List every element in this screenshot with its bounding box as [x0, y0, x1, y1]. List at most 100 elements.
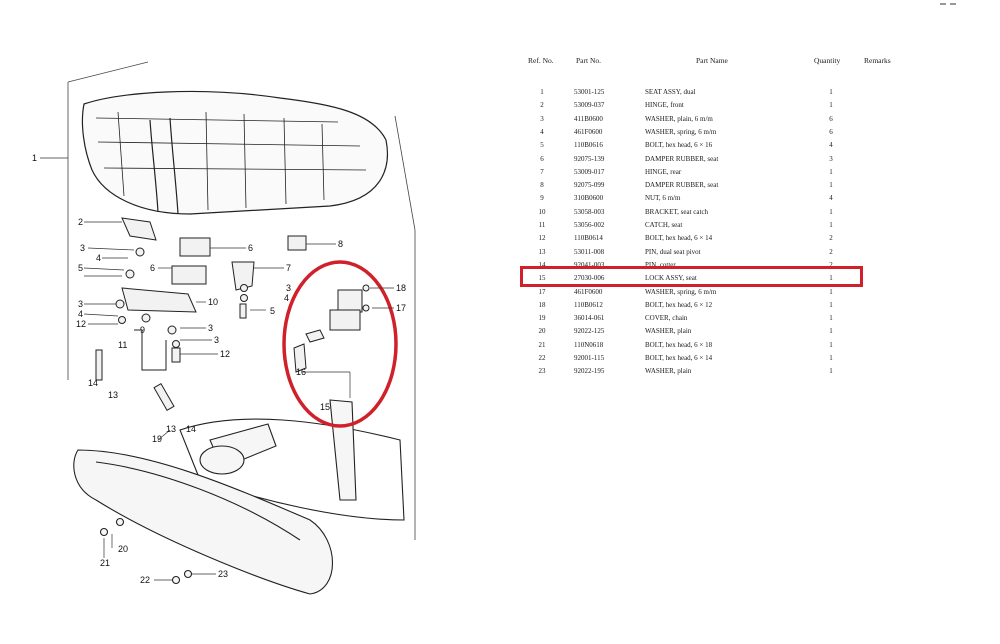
seat-drawing [81, 90, 388, 215]
callout-label: 20 [118, 544, 128, 554]
quantity-cell: 1 [829, 354, 833, 362]
table-row: 7 53009-017 HINGE, rear 1 [518, 168, 918, 181]
callout-label: 18 [396, 283, 406, 293]
part-no-cell: 92041-003 [574, 260, 605, 269]
callout-label: 3 [78, 299, 83, 309]
highlight-circle [282, 260, 398, 428]
part-name-cell: BOLT, hex head, 6 × 16 [645, 141, 713, 150]
callout-label: 3 [208, 323, 213, 333]
callout-label: 12 [220, 349, 230, 359]
header-part-no: Part No. [576, 56, 601, 65]
callout-label: 22 [140, 575, 150, 585]
ref-cell: 18 [538, 300, 546, 309]
part-no-cell: 53009-017 [574, 167, 605, 176]
part-no-cell: 53058-003 [574, 207, 605, 216]
ref-cell: 7 [540, 167, 544, 176]
ref-cell: 5 [540, 141, 544, 150]
ref-cell: 3 [540, 114, 544, 123]
callout-label: 3 [80, 243, 85, 253]
part-no-cell: 92075-139 [574, 154, 605, 163]
callout-label: 2 [78, 217, 83, 227]
ref-cell: 1 [540, 88, 544, 96]
part-no-cell: 53056-002 [574, 221, 605, 229]
quantity-cell: 1 [829, 367, 833, 376]
part-name-cell: HINGE, front [645, 101, 684, 110]
quantity-cell: 1 [829, 221, 833, 229]
part-name-cell: DAMPER RUBBER, seat [645, 154, 719, 163]
quantity-cell: 2 [829, 260, 833, 269]
highlight-box [520, 266, 863, 287]
part-no-cell: 92022-125 [574, 327, 605, 336]
part-name-cell: DAMPER RUBBER, seat [645, 181, 719, 190]
callout-label: 17 [396, 303, 406, 313]
callout-label: 3 [286, 283, 291, 293]
part-name-cell: NUT, 6 m/m [645, 194, 681, 203]
callout-label: 9 [140, 325, 145, 335]
lock-assembly-drawing [293, 284, 370, 373]
callout-label: 4 [96, 253, 101, 263]
quantity-cell: 2 [829, 234, 833, 243]
ref-cell: 2 [540, 101, 544, 110]
part-name-cell: CATCH, seat [645, 221, 683, 229]
table-row: 11 53056-002 CATCH, seat 1 [518, 221, 918, 234]
callout-label: 6 [248, 243, 253, 253]
callout-label: 4 [78, 309, 83, 319]
ref-cell: 23 [538, 367, 546, 376]
part-no-cell: 411B0600 [574, 114, 603, 123]
part-no-cell: 92075-099 [574, 181, 605, 190]
header-ref-no: Ref. No. [528, 56, 554, 65]
quantity-cell: 2 [829, 247, 833, 256]
callout-label: 10 [208, 297, 218, 307]
part-name-cell: WASHER, plain [645, 327, 692, 336]
ref-cell: 17 [538, 287, 546, 296]
callout-label: 5 [78, 263, 83, 273]
part-no-cell: 53011-008 [574, 247, 605, 256]
quantity-cell: 1 [829, 101, 833, 110]
part-name-cell: WASHER, spring, 6 m/m [645, 287, 717, 296]
callout-label: 23 [218, 569, 228, 579]
part-no-cell: 110B0616 [574, 141, 603, 150]
part-name-cell: HINGE, rear [645, 167, 682, 176]
callout-label: 6 [150, 263, 155, 273]
part-no-cell: 27030-006 [574, 274, 605, 283]
part-no-cell: 36014-061 [574, 314, 605, 323]
corner-mark [940, 3, 956, 5]
diagram-callouts: 1 2 3 4 5 6 6 7 8 3 4 5 3 4 12 9 3 10 11… [32, 153, 406, 585]
callout-label: 8 [338, 239, 343, 249]
part-no-cell: 53001-125 [574, 88, 605, 96]
part-name-cell: BOLT, hex head, 6 × 12 [645, 300, 713, 309]
quantity-cell: 1 [829, 207, 833, 216]
ref-cell: 8 [540, 181, 544, 190]
quantity-cell: 4 [829, 141, 833, 150]
callout-label: 15 [320, 402, 330, 412]
callout-label: 12 [76, 319, 86, 329]
callout-label: 11 [118, 340, 127, 350]
ref-cell: 14 [538, 260, 546, 269]
part-no-cell: 461F0600 [574, 287, 603, 296]
part-no-cell: 461F0600 [574, 127, 603, 136]
header-quantity: Quantity [814, 56, 841, 65]
quantity-cell: 1 [829, 167, 833, 176]
callout-label: 13 [108, 390, 118, 400]
table-row: 5 110B0616 BOLT, hex head, 6 × 16 4 [518, 141, 918, 154]
callout-label: 1 [32, 153, 37, 163]
callout-label: 3 [214, 335, 219, 345]
callout-label: 14 [186, 424, 196, 434]
callout-label: 4 [284, 293, 289, 303]
ref-cell: 11 [538, 221, 546, 229]
part-name-cell: WASHER, spring, 6 m/m [645, 127, 717, 136]
callout-label: 19 [152, 434, 162, 444]
callout-label: 5 [270, 306, 275, 316]
ref-cell: 19 [538, 314, 546, 323]
